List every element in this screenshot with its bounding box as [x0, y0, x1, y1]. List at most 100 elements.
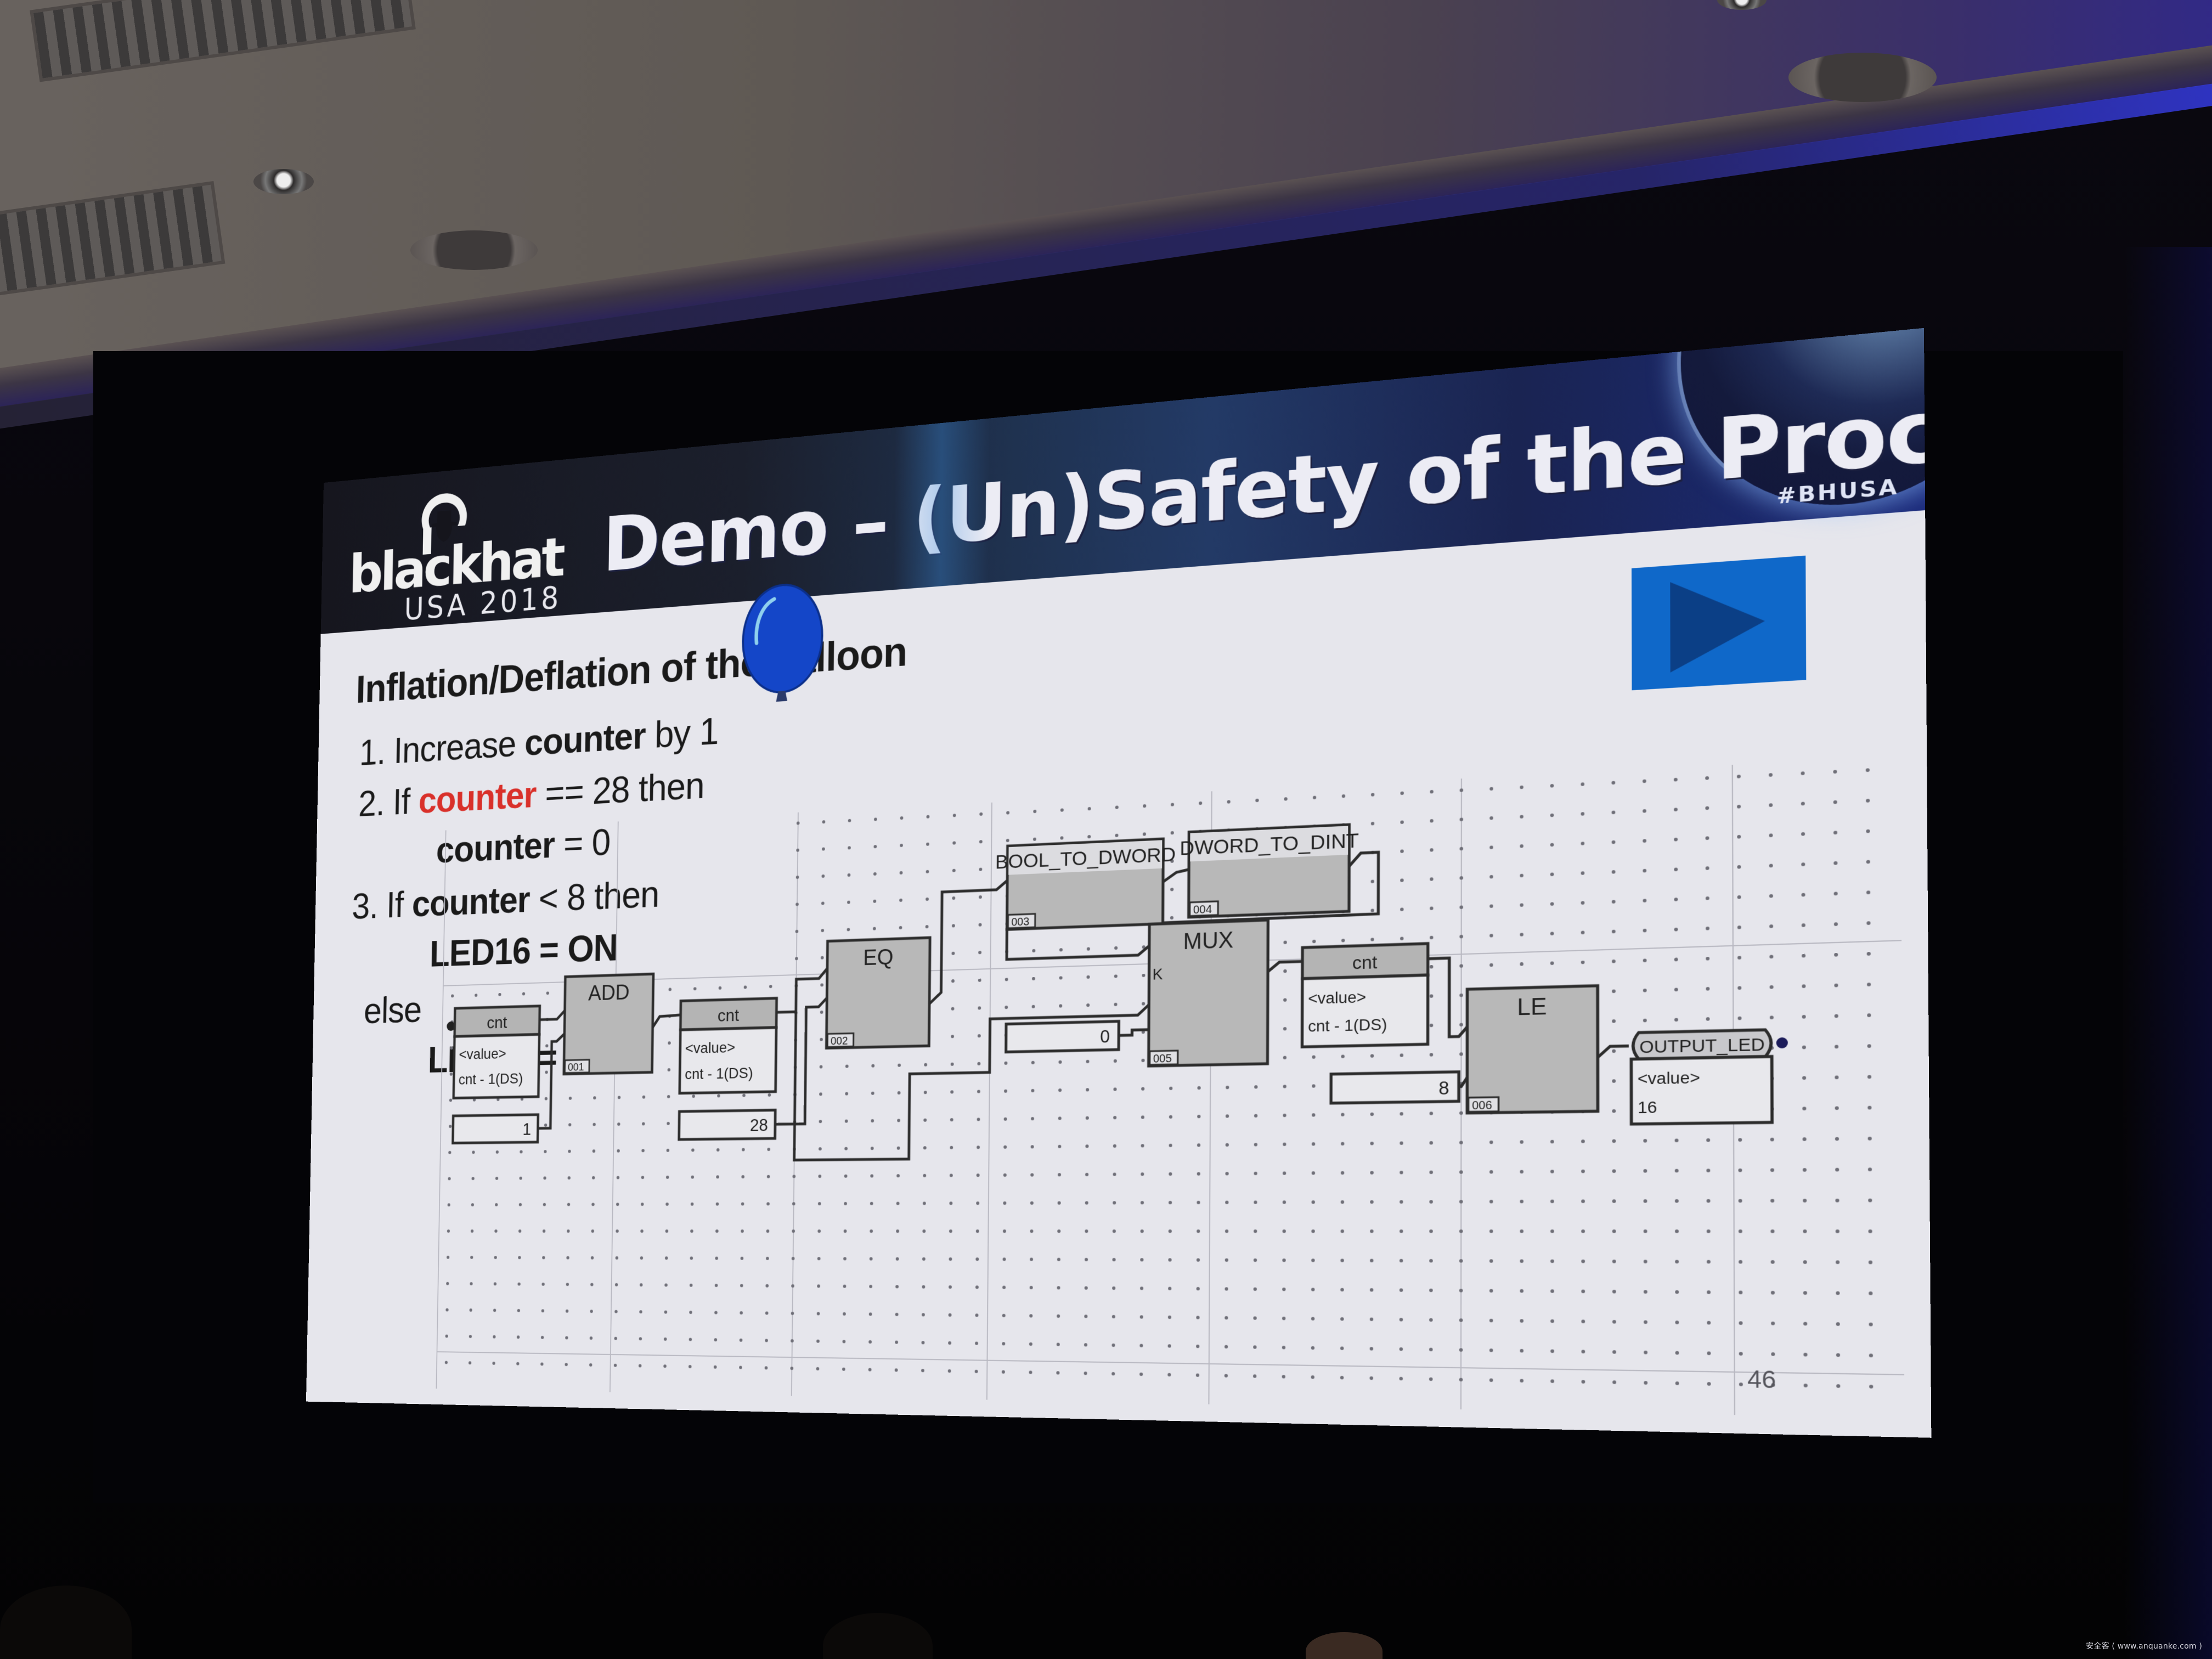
block-le[interactable]: LE 006 — [1467, 986, 1598, 1113]
grid-dot — [926, 870, 929, 873]
grid-dot — [1006, 838, 1009, 843]
grid-dot — [715, 1256, 719, 1260]
grid-dot — [1801, 893, 1805, 897]
grid-dot — [1769, 985, 1774, 989]
grid-dot — [1803, 1352, 1808, 1357]
grid-dot — [1252, 1374, 1257, 1378]
grid-dot — [1833, 800, 1837, 804]
grid-dot — [1835, 1137, 1839, 1141]
grid-dot — [565, 1309, 569, 1313]
grid-dot — [766, 1175, 770, 1178]
grid-dot — [1802, 1014, 1806, 1019]
constant-0[interactable]: 0 — [1006, 1022, 1119, 1052]
grid-dot — [566, 1283, 569, 1286]
grid-dot — [1369, 1288, 1374, 1292]
grid-dot — [1489, 1378, 1493, 1383]
grid-dot — [952, 841, 956, 845]
block-bool-to-dword[interactable]: BOOL_TO_DWORD 003 — [995, 838, 1176, 930]
grid-dot — [976, 1201, 980, 1205]
grid-dot — [845, 1092, 849, 1096]
grid-dot — [1282, 1200, 1286, 1204]
grid-dot — [1581, 1289, 1585, 1294]
grid-dot — [1224, 1316, 1228, 1320]
grid-dot — [977, 1090, 980, 1093]
grid-dot — [1430, 789, 1434, 794]
grid-dot — [1400, 1053, 1404, 1057]
grid-dot — [792, 1229, 795, 1233]
grid-dot — [1705, 836, 1709, 840]
grid-dot — [714, 1338, 718, 1342]
grid-dot — [1802, 1045, 1806, 1049]
grid-dot — [470, 1282, 473, 1285]
grid-dot — [1706, 1017, 1710, 1021]
grid-dot — [1370, 821, 1375, 826]
block-dword-to-dint[interactable]: DWORD_TO_DINT 004 — [1180, 824, 1359, 917]
block-add[interactable]: ADD 001 — [564, 974, 653, 1074]
grid-dot — [1706, 1229, 1711, 1233]
grid-dot — [1643, 899, 1647, 902]
grid-dot — [977, 1062, 981, 1065]
grid-dot — [1674, 898, 1678, 901]
grid-dot — [1836, 1291, 1840, 1295]
grid-dot — [1612, 1199, 1616, 1203]
grid-dot — [1520, 844, 1523, 848]
grid-dot — [1142, 973, 1146, 978]
grid-dot — [1736, 774, 1741, 778]
constant-value: 8 — [1438, 1077, 1449, 1098]
variable-output-led[interactable]: OUTPUT_LED <value> 16 — [1631, 1029, 1788, 1124]
grid-dot — [592, 1176, 595, 1180]
grid-dot — [543, 1176, 546, 1180]
variable-cnt-after-mux[interactable]: cnt <value> cnt - 1(DS) — [1302, 944, 1428, 1047]
grid-dot — [950, 1146, 953, 1149]
grid-dot — [1340, 1200, 1345, 1204]
grid-dot — [1057, 1314, 1060, 1318]
grid-dot — [843, 1257, 847, 1261]
grid-dot — [1283, 1113, 1286, 1118]
grid-dot — [1834, 983, 1838, 988]
grid-dot — [1139, 1372, 1143, 1376]
grid-dot — [1803, 1384, 1808, 1387]
grid-dot — [568, 1123, 572, 1127]
grid-dot — [742, 1148, 745, 1152]
variable-cnt-after-add[interactable]: cnt <value> cnt - 1(DS) — [680, 998, 777, 1093]
grid-dot — [1253, 1258, 1257, 1262]
grid-dot — [1643, 1139, 1647, 1143]
constant-1[interactable]: 1 — [453, 1115, 538, 1143]
grid-dot — [1085, 1172, 1089, 1177]
grid-dot — [1196, 1258, 1200, 1262]
grid-dot — [870, 1174, 874, 1178]
variable-cnt-input[interactable]: cnt <value> cnt - 1(DS) — [445, 1006, 540, 1098]
grid-dot — [1057, 1257, 1060, 1261]
constant-8[interactable]: 8 — [1331, 1072, 1459, 1103]
grid-dot — [1769, 894, 1773, 898]
grid-dot — [591, 1229, 595, 1233]
grid-dot — [1643, 988, 1647, 992]
grid-dot — [1430, 877, 1434, 881]
grid-dot — [566, 1256, 569, 1260]
grid-dot — [976, 1173, 980, 1177]
grid-dot — [1369, 1376, 1373, 1380]
grid-dot — [1167, 1315, 1172, 1319]
grid-dot — [565, 1363, 568, 1367]
grid-dot — [1312, 1055, 1316, 1059]
grid-dot — [795, 957, 798, 961]
block-eq[interactable]: EQ 002 — [826, 938, 930, 1048]
grid-dot — [1086, 975, 1090, 979]
grid-dot — [795, 929, 799, 933]
grid-dot — [743, 985, 747, 989]
grid-dot — [1429, 1377, 1433, 1381]
grid-dot — [1142, 832, 1147, 836]
grid-dot — [1866, 860, 1870, 864]
grid-dot — [1868, 1260, 1873, 1265]
constant-28[interactable]: 28 — [679, 1110, 776, 1139]
grid-dot — [1341, 939, 1345, 943]
grid-dot — [690, 1256, 693, 1260]
grid-dot — [1489, 845, 1493, 850]
grid-dot — [1311, 1259, 1315, 1262]
grid-dot — [925, 925, 929, 929]
grid-dot — [1550, 1139, 1554, 1144]
grid-dot — [769, 985, 772, 989]
grid-dot — [848, 846, 851, 850]
block-mux[interactable]: MUX K 005 — [1149, 920, 1268, 1066]
grid-dot — [896, 1146, 900, 1150]
